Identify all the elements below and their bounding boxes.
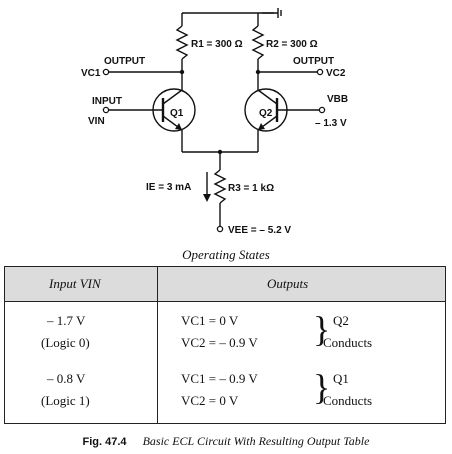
vc2-label: VC2 [326, 68, 346, 79]
header-input: Input VIN [49, 276, 101, 291]
q2-label: Q2 [259, 108, 273, 119]
r1-label: R1 = 300 Ω [191, 39, 243, 50]
vbb-terminal [318, 106, 326, 114]
table-header-row: Input VIN Outputs [5, 267, 445, 302]
r2-label: R2 = 300 Ω [266, 39, 318, 50]
vc2-junction-dot [255, 69, 261, 75]
vc2-terminal [316, 68, 324, 76]
vc1-terminal [102, 68, 110, 76]
vc1-junction-dot [179, 69, 185, 75]
row1-device: Q2 [333, 313, 349, 328]
ie-label: IE = 3 mA [146, 182, 191, 193]
r1-resistor [175, 25, 189, 60]
row2-vc1: VC1 = – 0.9 V [181, 371, 258, 386]
ground-symbol [262, 8, 282, 18]
vbb-label: VBB [327, 94, 348, 105]
ie-current-arrow [203, 172, 211, 202]
r3-label: R3 = 1 kΩ [228, 183, 274, 194]
ecl-circuit-diagram: R1 = 300 Ω R2 = 300 Ω R3 = 1 kΩ OUTPUT V… [81, 8, 348, 236]
vee-label: VEE = – 5.2 V [228, 225, 291, 236]
row2-state: Conducts [323, 393, 373, 408]
row2-logic: (Logic 1) [41, 393, 90, 408]
input-label: INPUT [92, 96, 122, 107]
row2-device: Q1 [333, 371, 349, 386]
vin-terminal [102, 106, 110, 114]
output-left-label: OUTPUT [104, 56, 145, 67]
row2-input-voltage: – 0.8 V [47, 371, 86, 386]
table-title: Operating States [182, 247, 270, 262]
row2-brace: } [313, 367, 331, 407]
vin-label: VIN [88, 116, 105, 127]
row1-vc2: VC2 = – 0.9 V [181, 335, 258, 350]
figure-caption: Fig. 47.4 Basic ECL Circuit With Resulti… [0, 432, 452, 450]
header-outputs: Outputs [267, 276, 309, 291]
vbb-value: – 1.3 V [315, 118, 347, 129]
output-right-label: OUTPUT [293, 56, 334, 67]
row1-input-voltage: – 1.7 V [47, 313, 86, 328]
row1-brace: } [313, 309, 331, 349]
vc1-label: VC1 [81, 68, 101, 79]
operating-states-table: Input VIN Outputs – 1.7 V (Logic 0) VC1 … [4, 266, 446, 424]
row1-state: Conducts [323, 335, 373, 350]
figure-label: Fig. 47.4 [82, 436, 127, 448]
emitter-junction-dot [217, 149, 223, 155]
vee-terminal [216, 225, 224, 233]
row1-logic: (Logic 0) [41, 335, 90, 350]
r3-resistor [213, 169, 227, 204]
row2-vc2: VC2 = 0 V [181, 393, 239, 408]
row1-vc1: VC1 = 0 V [181, 313, 239, 328]
column-divider [157, 267, 158, 423]
q1-label: Q1 [170, 108, 184, 119]
figure-text: Basic ECL Circuit With Resulting Output … [142, 434, 370, 448]
r2-resistor [251, 25, 265, 60]
